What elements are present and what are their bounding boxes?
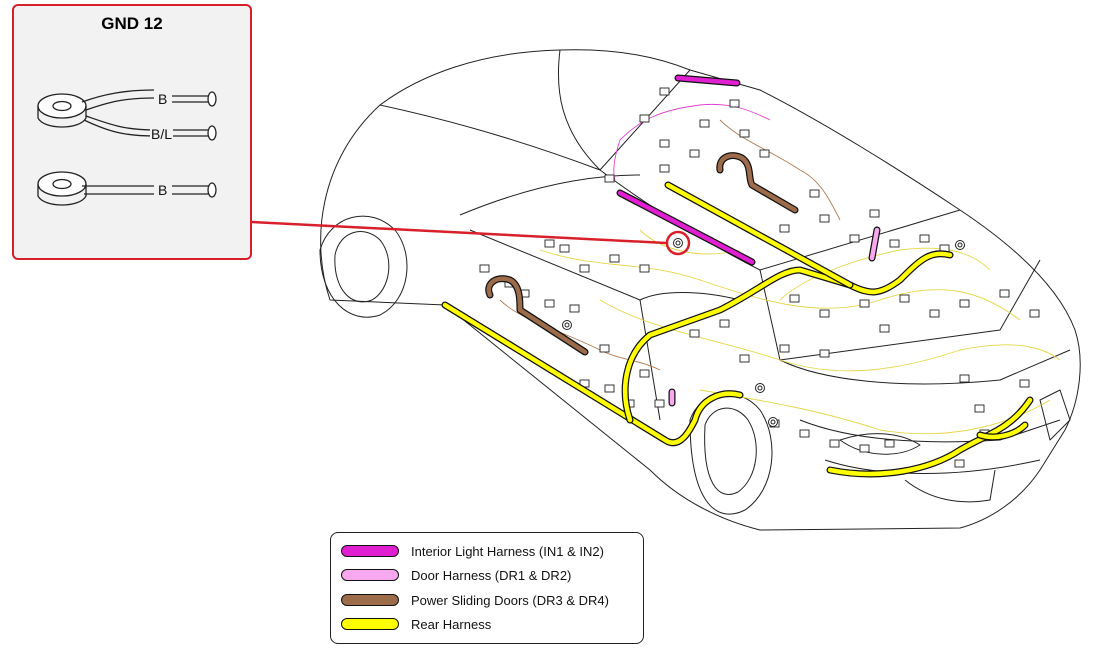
- rear-harness-route: [441, 181, 1034, 478]
- legend-label: Door Harness (DR1 & DR2): [411, 567, 572, 583]
- wire-label-b-bottom: B: [157, 182, 169, 198]
- legend-item-interior-light: Interior Light Harness (IN1 & IN2): [341, 541, 604, 561]
- legend-swatch-rear-harness: [341, 618, 399, 630]
- legend-swatch-interior-light: [341, 545, 399, 557]
- legend-item-door-harness: Door Harness (DR1 & DR2): [341, 565, 571, 585]
- ground-points: [562, 238, 965, 427]
- legend-item-power-sliding-doors: Power Sliding Doors (DR3 & DR4): [341, 590, 609, 610]
- legend-swatch-power-sliding-doors: [341, 594, 399, 606]
- legend-item-rear-harness: Rear Harness: [341, 614, 491, 634]
- car-outline: [319, 49, 1081, 531]
- harness-legend: Interior Light Harness (IN1 & IN2) Door …: [330, 532, 644, 644]
- legend-label: Interior Light Harness (IN1 & IN2): [411, 543, 604, 559]
- callout-title: GND 12: [101, 14, 163, 33]
- legend-label: Rear Harness: [411, 616, 492, 632]
- harness-routes: [441, 74, 1034, 478]
- ground-detail-callout: GND 12: [12, 4, 252, 260]
- callout-leader-line: [251, 220, 667, 245]
- wire-label-bl: B/L: [150, 126, 174, 142]
- connectors: [479, 87, 1040, 468]
- legend-label: Power Sliding Doors (DR3 & DR4): [411, 592, 609, 608]
- power-sliding-door-route: [485, 152, 799, 356]
- gnd12-highlight-ring: [665, 230, 691, 256]
- door-harness-route: [668, 226, 881, 407]
- wire-label-b-top: B: [157, 91, 169, 107]
- ground-terminal-drawing: [37, 89, 217, 206]
- interior-light-route: [616, 74, 756, 266]
- legend-swatch-door-harness: [341, 569, 399, 581]
